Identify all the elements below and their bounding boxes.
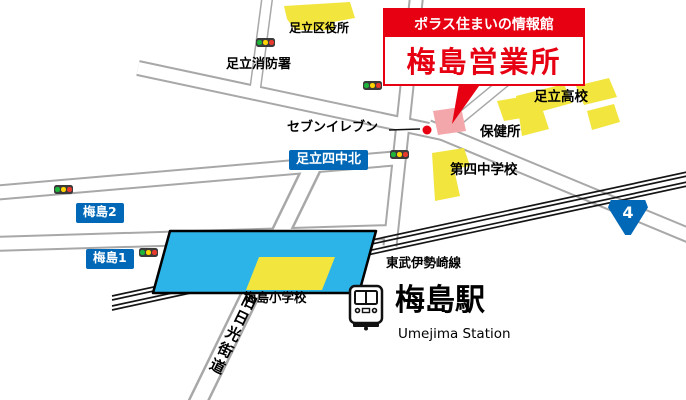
office-banner: ポラス住まいの情報館 梅島営業所 (383, 8, 585, 86)
seven-eleven-label: セブンイレブン (287, 120, 379, 135)
traffic-light-icon (256, 38, 275, 47)
intersection-badge-umejima-2: 梅島2 (76, 203, 124, 223)
office-location-dot (422, 125, 432, 135)
traffic-light-icon (54, 185, 73, 194)
junior-high-building (432, 148, 470, 201)
ward-office-building (284, 2, 355, 30)
elementary-school-building (246, 257, 335, 290)
seven-eleven-leader-line (388, 128, 421, 131)
high-school-building-2 (576, 78, 617, 105)
high-school-building-3 (587, 104, 620, 130)
station-name-en-label: Umejima Station (398, 326, 511, 342)
banner-title: 梅島営業所 (406, 45, 562, 79)
health-center-label: 保健所 (480, 124, 521, 140)
junior-high-label: 第四中学校 (450, 162, 518, 178)
ward-office-label: 足立区役所 (289, 21, 350, 35)
station-name-label: 梅島駅 (395, 283, 485, 318)
line-name-label: 東武伊勢崎線 (386, 255, 462, 270)
elementary-school-label: 梅島小学校 (244, 290, 307, 305)
traffic-light-icon (390, 150, 409, 159)
train-icon (348, 284, 384, 331)
health-center-building (497, 95, 539, 121)
traffic-light-icon (139, 248, 158, 257)
intersection-badge-adachi-4chu-kita: 足立四中北 (289, 150, 369, 170)
traffic-light-icon (363, 81, 382, 90)
buildings (246, 2, 620, 290)
banner-subtitle: ポラス住まいの情報館 (385, 10, 583, 37)
route-number: 4 (622, 203, 634, 222)
intersection-badge-umejima-1: 梅島1 (86, 249, 134, 269)
fire-station-label: 足立消防署 (226, 57, 292, 72)
high-school-label: 足立高校 (534, 89, 588, 105)
